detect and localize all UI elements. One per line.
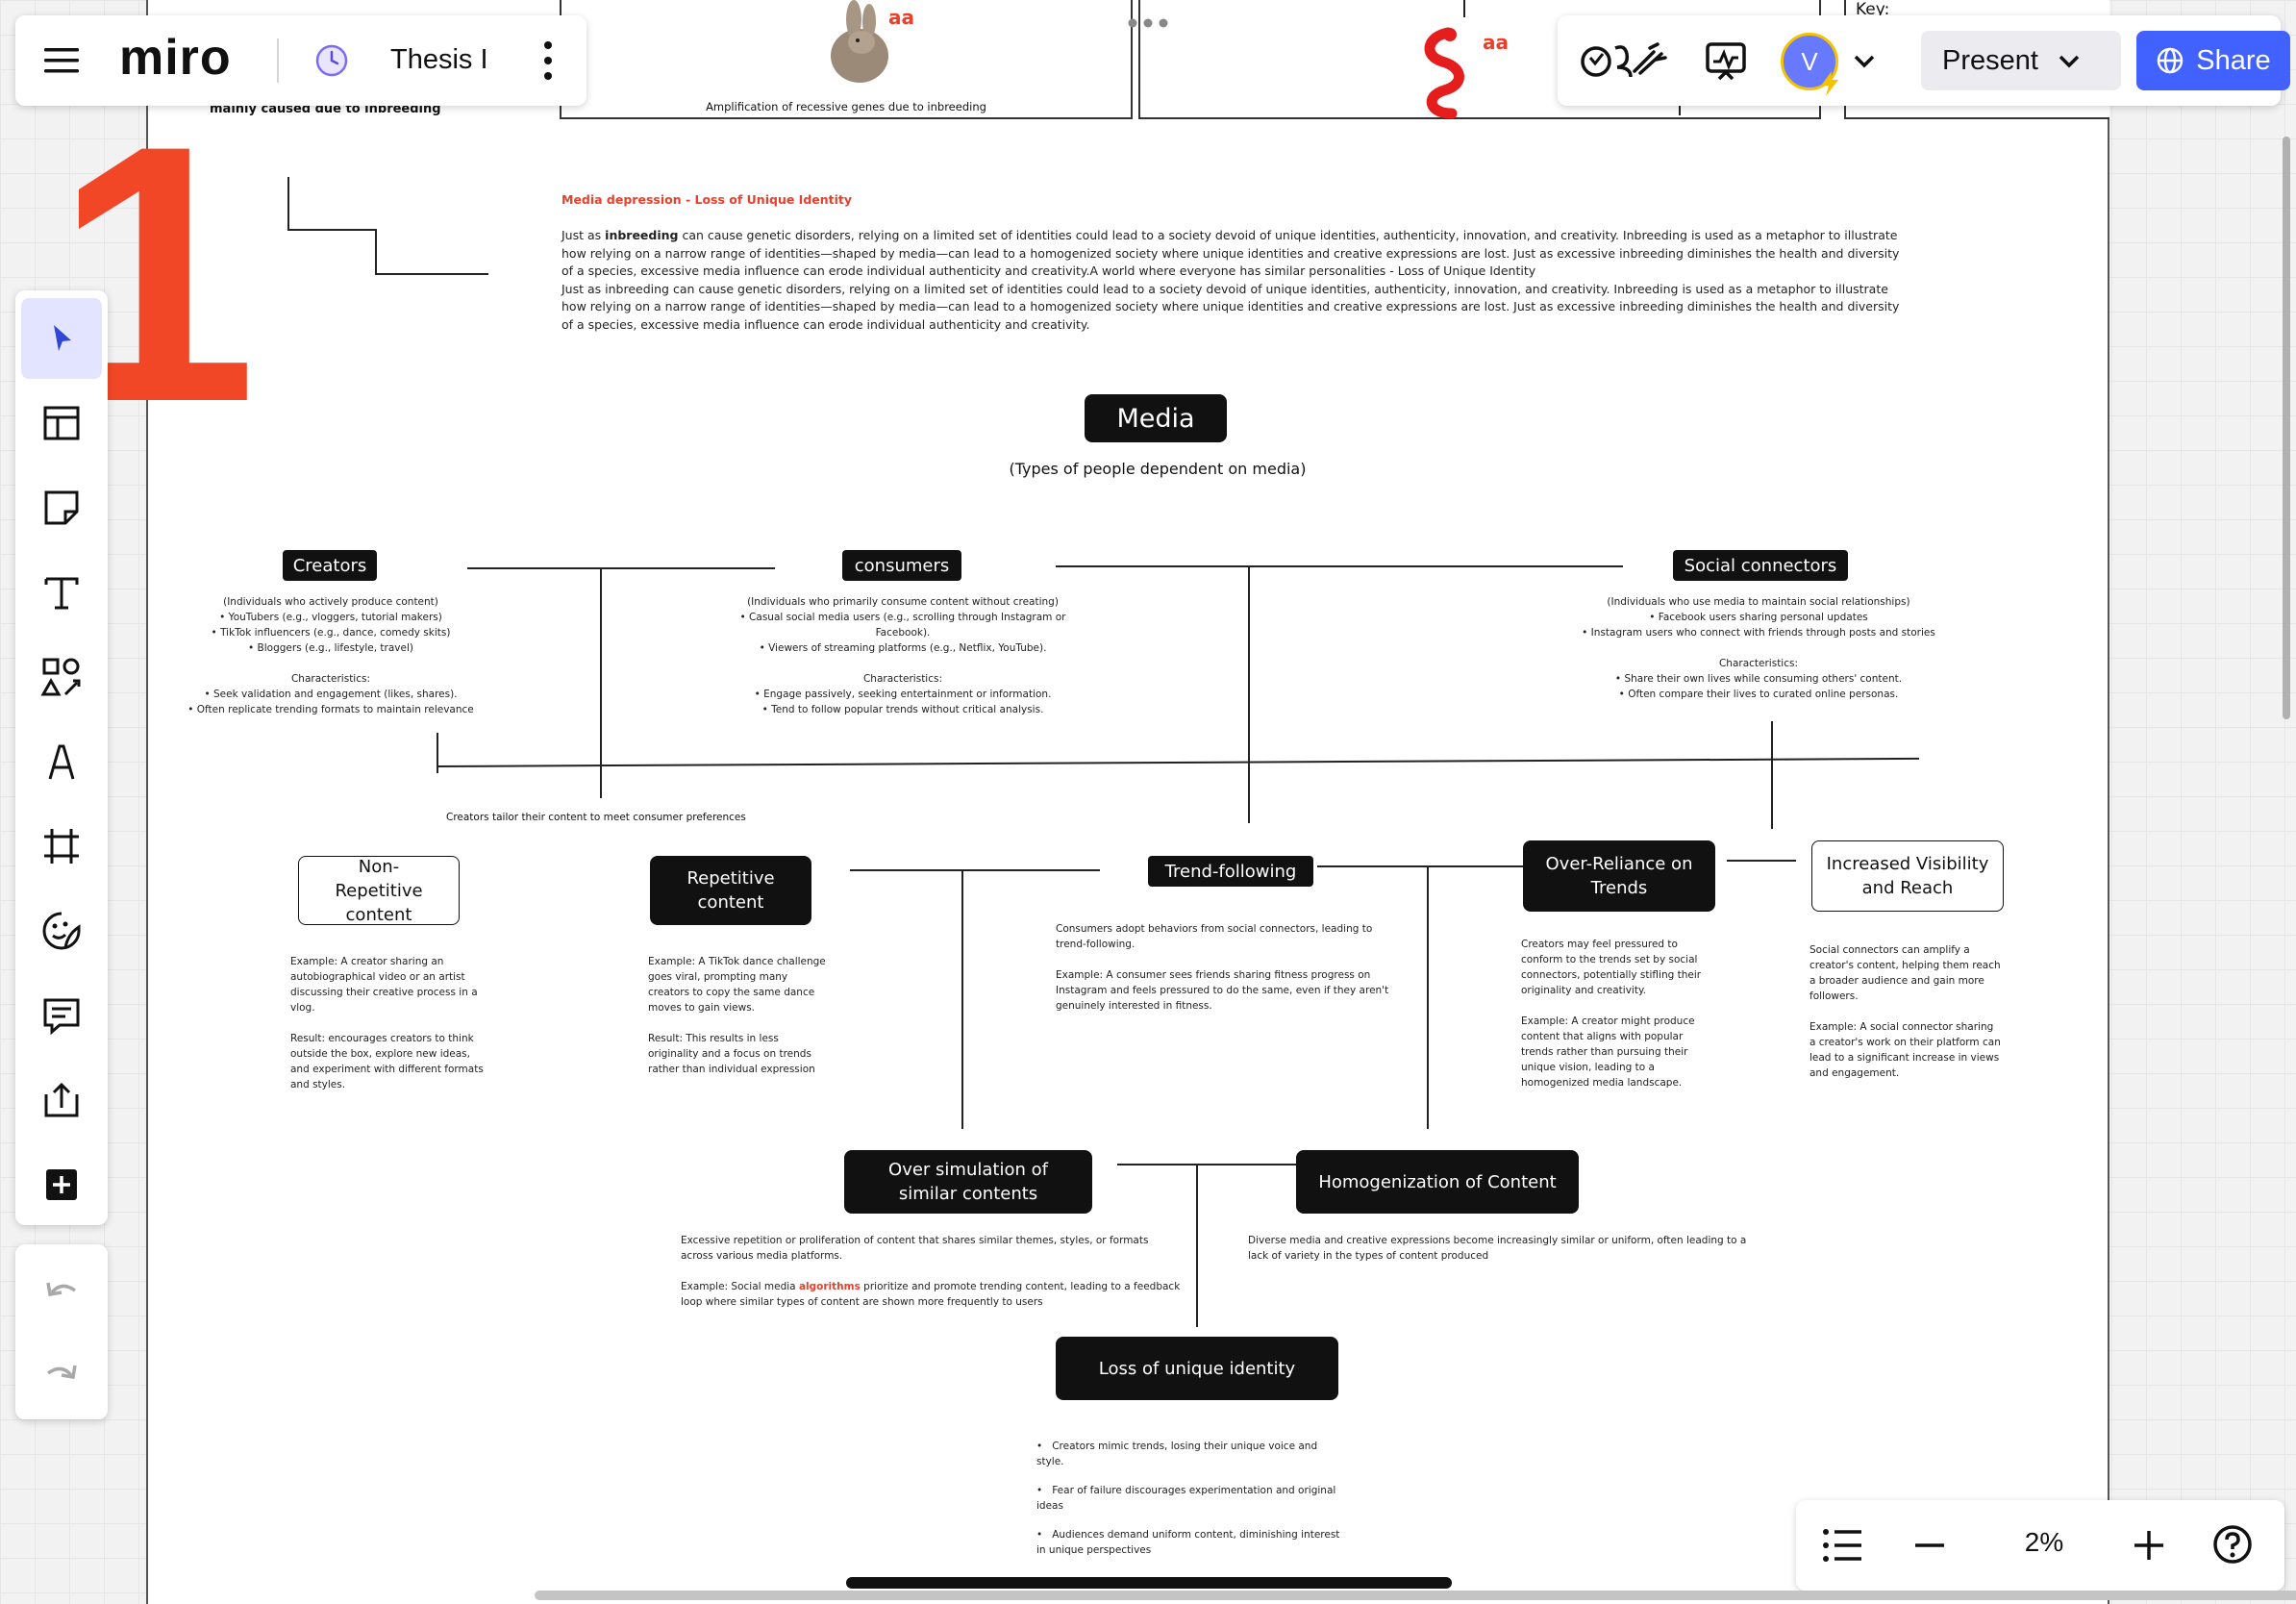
tailor-note: Creators tailor their content to meet co…	[446, 812, 746, 823]
creators-node[interactable]: Creators	[283, 550, 377, 581]
upload-tool[interactable]	[21, 1060, 102, 1140]
board-title[interactable]: Thesis I	[390, 44, 488, 75]
emoji-sticker-icon	[42, 912, 81, 950]
vertical-scrollbar[interactable]	[2283, 137, 2290, 719]
share-button[interactable]: Share	[2136, 31, 2290, 90]
sticky-note-tool[interactable]	[21, 467, 102, 548]
trend-following-desc: Consumers adopt behaviors from social co…	[1056, 923, 1389, 1012]
horizontal-scrollbar[interactable]	[535, 1591, 2296, 1600]
zoom-panel: 2%	[1796, 1500, 2284, 1591]
non-repetitive-node[interactable]: Non-Repetitive content	[298, 856, 460, 925]
snake-image	[1410, 27, 1486, 119]
timer-icon[interactable]	[313, 42, 350, 79]
pen-icon	[48, 744, 75, 780]
activity-chart-icon[interactable]	[1704, 38, 1748, 83]
miro-logo[interactable]: miro	[119, 30, 232, 86]
media-node[interactable]: Media	[1085, 394, 1227, 442]
over-reliance-desc: Creators may feel pressured to conform t…	[1521, 939, 1702, 1089]
visibility-desc: Social connectors can amplify a creator'…	[1809, 944, 2001, 1079]
comment-icon	[43, 998, 80, 1036]
zoom-level[interactable]: 2%	[2024, 1527, 2064, 1557]
share-label: Share	[2196, 44, 2271, 76]
undo-redo-panel	[15, 1244, 108, 1419]
loss-identity-desc: Creators mimic trends, losing their uniq…	[1036, 1439, 1344, 1558]
collaboration-bar: V Present Share	[1558, 15, 2290, 106]
board-list-icon[interactable]	[1821, 1525, 1863, 1566]
board-header: miro Thesis I	[15, 15, 586, 106]
reactions-icon[interactable]	[1579, 37, 1669, 85]
cursor-icon	[54, 325, 71, 351]
trend-following-node[interactable]: Trend-following	[1148, 856, 1313, 887]
sticky-note-icon	[44, 490, 79, 525]
text-icon	[44, 577, 79, 610]
creation-toolbar	[15, 290, 108, 1225]
consumers-node[interactable]: consumers	[842, 550, 961, 581]
aa-label: aa	[888, 6, 914, 29]
aa-label: aa	[1483, 31, 1509, 54]
pen-tool[interactable]	[21, 721, 102, 802]
plus-square-icon	[46, 1169, 77, 1200]
templates-tool[interactable]	[21, 383, 102, 464]
globe-icon	[2158, 47, 2184, 74]
creators-desc: (Individuals who actively produce conten…	[187, 596, 474, 715]
over-simulation-node[interactable]: Over simulation of similar contents	[844, 1150, 1092, 1214]
over-reliance-node[interactable]: Over-Reliance on Trends	[1523, 840, 1715, 912]
shapes-icon	[40, 658, 81, 696]
inbreeding-frame[interactable]: aa Amplification of recessive genes due …	[560, 0, 1133, 119]
loss-identity-node[interactable]: Loss of unique identity	[1056, 1337, 1338, 1400]
layout-icon	[43, 406, 80, 440]
chevron-down-icon[interactable]	[1852, 50, 1877, 71]
more-apps-tool[interactable]	[21, 1144, 102, 1225]
shapes-tool[interactable]	[21, 637, 102, 717]
homogenization-node[interactable]: Homogenization of Content	[1296, 1150, 1579, 1214]
consumers-desc: (Individuals who primarily consume conte…	[739, 596, 1066, 715]
redo-icon	[46, 1365, 77, 1380]
avatar-initial: V	[1801, 46, 1818, 76]
repetitive-node[interactable]: Repetitive content	[650, 856, 811, 925]
social-connectors-desc: (Individuals who use media to maintain s…	[1582, 596, 1935, 700]
zoom-out-button[interactable]	[1909, 1525, 1950, 1566]
homogenization-desc: Diverse media and creative expressions b…	[1248, 1235, 1747, 1262]
zoom-in-button[interactable]	[2129, 1525, 2169, 1566]
select-tool[interactable]	[21, 298, 102, 379]
stickers-tool[interactable]	[21, 890, 102, 971]
lightning-icon	[1819, 71, 1840, 96]
plus-icon	[2134, 1531, 2163, 1560]
more-options-icon[interactable]	[538, 38, 558, 83]
key-label: Key:	[1856, 0, 1890, 19]
undo-icon	[46, 1282, 77, 1297]
media-subtitle: (Types of people dependent on media)	[1009, 460, 1307, 478]
home-indicator	[846, 1577, 1452, 1589]
present-button[interactable]: Present	[1921, 31, 2121, 90]
non-repetitive-desc: Example: A creator sharing an autobiogra…	[290, 956, 484, 1090]
menu-icon[interactable]	[42, 41, 81, 80]
present-label: Present	[1942, 44, 2038, 76]
chevron-down-icon	[2059, 55, 2080, 68]
over-simulation-desc: Excessive repetition or proliferation of…	[681, 1235, 1181, 1308]
social-connectors-node[interactable]: Social connectors	[1673, 550, 1848, 581]
upload-icon	[44, 1082, 79, 1117]
drag-handle-icon[interactable]	[1127, 15, 1169, 29]
visibility-node[interactable]: Increased Visibility and Reach	[1811, 840, 2004, 912]
frame-caption: Amplification of recessive genes due to …	[706, 100, 986, 113]
avatar[interactable]: V	[1781, 33, 1838, 90]
undo-button[interactable]	[21, 1250, 102, 1331]
comment-tool[interactable]	[21, 975, 102, 1056]
frame-icon	[44, 829, 79, 864]
intro-title: Media depression - Loss of Unique Identi…	[562, 192, 853, 207]
board-frame[interactable]: aa Amplification of recessive genes due …	[146, 0, 2109, 1604]
repetitive-desc: Example: A TikTok dance challenge goes v…	[648, 956, 826, 1075]
rabbit-image	[821, 0, 898, 85]
minus-icon	[1915, 1543, 1944, 1547]
intro-text: Just as inbreeding can cause genetic dis…	[562, 228, 1900, 332]
help-icon	[2213, 1525, 2252, 1564]
redo-button[interactable]	[21, 1333, 102, 1414]
help-button[interactable]	[2211, 1523, 2254, 1566]
frame-tool[interactable]	[21, 806, 102, 887]
text-tool[interactable]	[21, 552, 102, 633]
